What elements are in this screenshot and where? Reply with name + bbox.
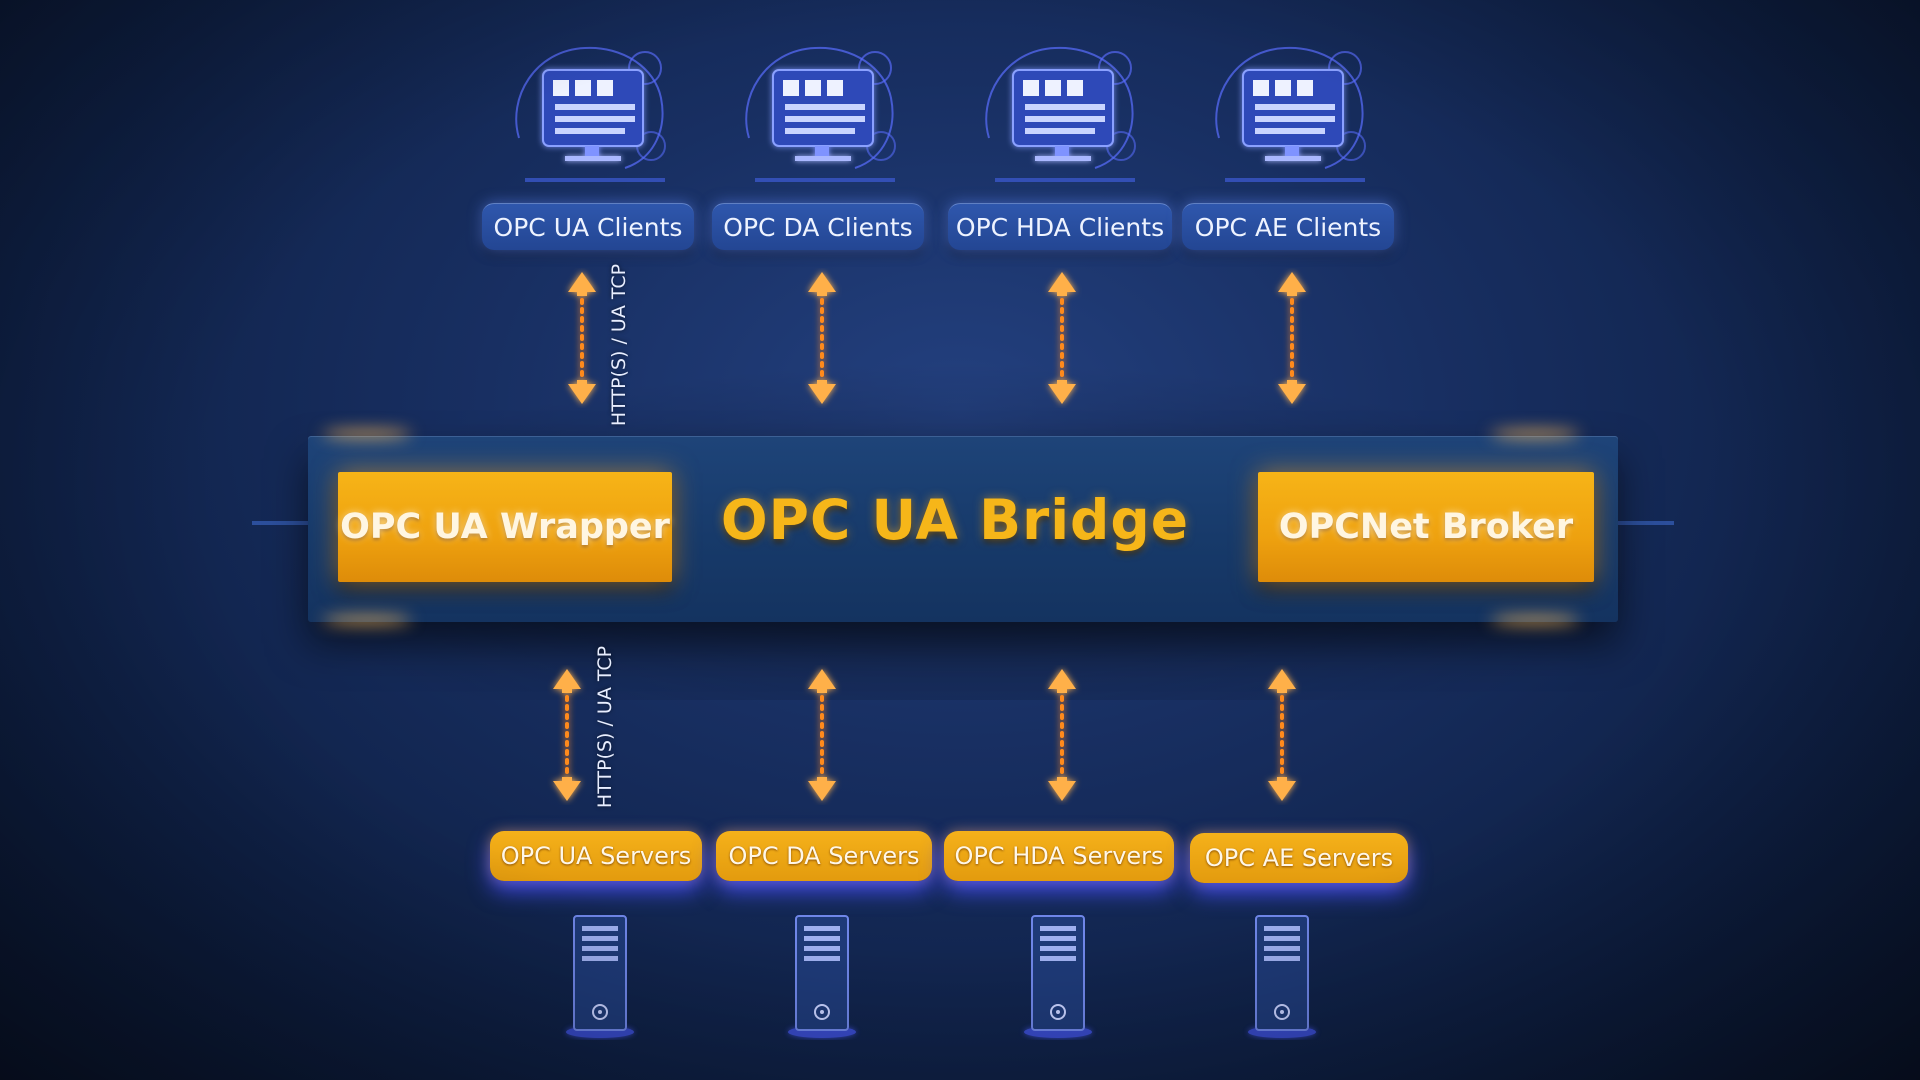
server-label-ua: OPC UA Servers	[490, 831, 702, 881]
monitor-icon	[735, 38, 905, 188]
server-tower-icon	[1242, 910, 1322, 1040]
client-label-da: OPC DA Clients	[712, 203, 924, 250]
bridge-rail-right	[1614, 521, 1674, 525]
bidirectional-arrow-icon	[1042, 268, 1082, 408]
bridge-rail-left	[252, 521, 312, 525]
monitor-icon	[1205, 38, 1375, 188]
bidirectional-arrow-icon	[802, 268, 842, 408]
protocol-label-top: HTTP(S) / UA TCP	[608, 263, 630, 427]
bidirectional-arrow-icon	[547, 665, 587, 805]
bridge-title: OPC UA Bridge	[720, 488, 1190, 552]
bridge-glow-left	[322, 430, 412, 438]
monitor-icon	[505, 38, 675, 188]
protocol-label-bottom: HTTP(S) / UA TCP	[594, 645, 616, 809]
server-tower-icon	[1018, 910, 1098, 1040]
client-label-ae: OPC AE Clients	[1182, 203, 1394, 250]
bidirectional-arrow-icon	[1042, 665, 1082, 805]
server-label-da: OPC DA Servers	[716, 831, 932, 881]
server-label-hda: OPC HDA Servers	[944, 831, 1174, 881]
bridge-glow-bottom-right	[1490, 616, 1580, 624]
bidirectional-arrow-icon	[802, 665, 842, 805]
bidirectional-arrow-icon	[1272, 268, 1312, 408]
client-label-ua: OPC UA Clients	[482, 203, 694, 250]
server-tower-icon	[782, 910, 862, 1040]
monitor-icon	[975, 38, 1145, 188]
bidirectional-arrow-icon	[1262, 665, 1302, 805]
bidirectional-arrow-icon	[562, 268, 602, 408]
client-label-hda: OPC HDA Clients	[948, 203, 1172, 250]
opc-ua-wrapper-module: OPC UA Wrapper	[338, 472, 672, 582]
bridge-glow-bottom-left	[322, 616, 412, 624]
server-tower-icon	[560, 910, 640, 1040]
bridge-glow-right	[1490, 430, 1580, 438]
opcnet-broker-module: OPCNet Broker	[1258, 472, 1594, 582]
server-label-ae: OPC AE Servers	[1190, 833, 1408, 883]
